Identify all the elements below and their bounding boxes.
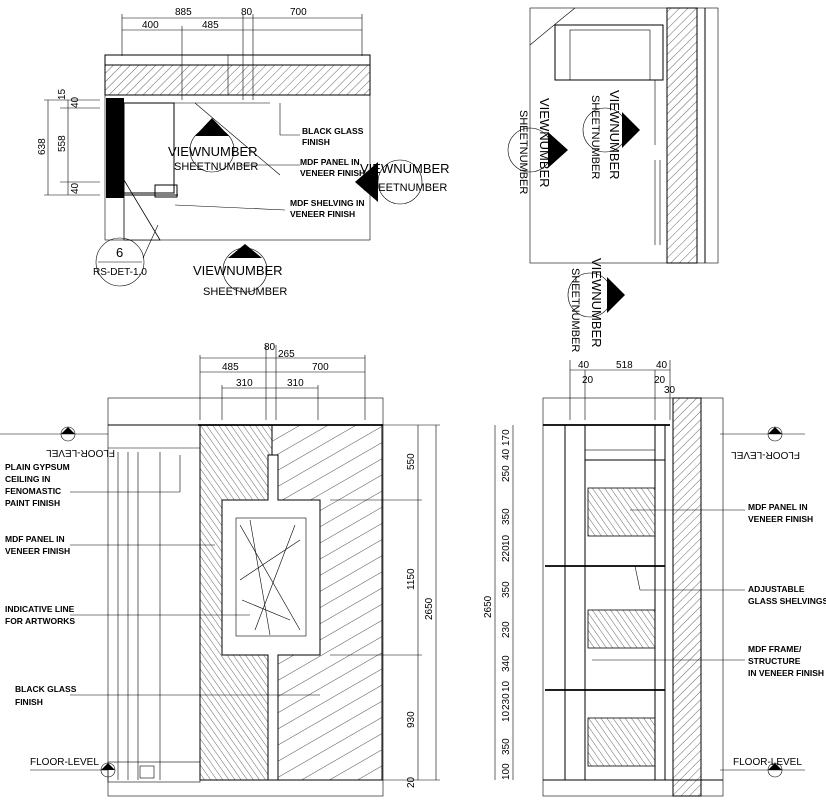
level-marker-top: FLOOR-LEVEL [0, 426, 115, 458]
sheet-number-label: SHEETNUMBER [363, 182, 447, 194]
side-dim-e: 20 [654, 375, 666, 386]
dim-top-b: 40 [70, 96, 81, 108]
side-dim-d13: 350 [501, 738, 512, 755]
side-dim-d7: 350 [501, 581, 512, 598]
dim-right: 700 [290, 7, 307, 18]
side-level-label-bottom: FLOOR-LEVEL [733, 757, 802, 768]
front-dim-a: 80 [264, 342, 276, 353]
note-front-glass-1: BLACK GLASS [15, 684, 77, 694]
front-dim-f: 310 [287, 378, 304, 389]
note-art-2: FOR ARTWORKS [5, 616, 75, 626]
detail-number: 6 [116, 245, 123, 260]
side-dim-d8: 230 [501, 621, 512, 638]
note-shelf-2: VENEER FINISH [290, 209, 355, 219]
side-dim-total: 2650 [483, 595, 494, 618]
dim-overall: 885 [175, 7, 192, 18]
note-front-glass-2: FINISH [15, 697, 43, 707]
front-dim-total: 2650 [424, 597, 435, 620]
side-dim-d: 20 [582, 375, 594, 386]
dim-bottom: 40 [70, 182, 81, 194]
note-art-1: INDICATIVE LINE [5, 604, 75, 614]
side-note-mdf-1: MDF PANEL IN [748, 502, 808, 512]
view-number-label: VIEWNUMBER [589, 258, 604, 348]
side-note-adj-1: ADJUSTABLE [748, 584, 805, 594]
side-level-label-top: FLOOR-LEVEL [731, 449, 800, 460]
sheet-number-label: SHEETNUMBER [203, 286, 287, 298]
view-number-label: VIEWNUMBER [360, 161, 450, 176]
front-dim-e: 310 [236, 378, 253, 389]
level-label-bottom: FLOOR-LEVEL [30, 757, 99, 768]
side-dim-d6: 220 [501, 545, 512, 562]
side-dim-d1: 170 [501, 429, 512, 446]
level-marker-bottom: FLOOR-LEVEL [30, 757, 116, 778]
front-dim-bot: 930 [406, 711, 417, 728]
view-number-label: VIEWNUMBER [607, 90, 622, 180]
view-tag-plan-c: VIEWNUMBER SHEETNUMBER [193, 244, 287, 298]
side-dim-d9: 340 [501, 655, 512, 672]
side-dim-d2: 40 [501, 448, 512, 460]
side-dim-d5: 10 [501, 534, 512, 546]
detail-bubble: 6 RS-DET-1.0 [93, 224, 159, 287]
note-mdf-1: MDF PANEL IN [300, 157, 360, 167]
dim-top-a: 15 [57, 88, 68, 100]
front-dim-b: 265 [278, 349, 295, 360]
side-level-top: FLOOR-LEVEL [720, 426, 805, 460]
side-note-frame-3: IN VENEER FINISH [748, 668, 824, 678]
front-dim-d: 700 [312, 362, 329, 373]
note-glass-1: BLACK GLASS [302, 126, 364, 136]
view-number-label: VIEWNUMBER [168, 144, 258, 159]
note-mdf-2: VENEER FINISH [300, 168, 365, 178]
side-dim-f: 30 [664, 385, 676, 396]
view-number-label: VIEWNUMBER [193, 263, 283, 278]
side-dim-c: 40 [656, 360, 668, 371]
dim-inner: 558 [57, 135, 68, 152]
side-elevation: 40 518 40 20 20 30 2650 170 40 250 350 1… [483, 360, 826, 797]
view-number-label: VIEWNUMBER [537, 98, 552, 188]
side-note-frame-1: MDF FRAME/ [748, 644, 802, 654]
side-dim-d14: 100 [501, 763, 512, 780]
side-level-bottom: FLOOR-LEVEL [720, 757, 805, 778]
level-label-top: FLOOR-LEVEL [46, 447, 115, 458]
dim-mid: 80 [241, 7, 253, 18]
front-dim-base: 20 [406, 776, 417, 788]
note-front-mdf-1: MDF PANEL IN [5, 534, 65, 544]
view-tag-side-a: VIEWNUMBER SHEETNUMBER [507, 98, 568, 194]
side-note-adj-2: GLASS SHELVINGS [748, 596, 826, 606]
sheet-number-label: SHEETNUMBER [517, 110, 529, 194]
side-dim-d12: 10 [501, 710, 512, 722]
front-elevation: 80 265 485 700 310 310 [0, 342, 440, 797]
side-dim-d11: 230 [501, 693, 512, 710]
front-dim-mid: 1150 [406, 568, 417, 590]
side-dim-b: 518 [616, 360, 633, 371]
dim-left-a: 400 [142, 20, 159, 31]
view-tag-side-b: VIEWNUMBER SHEETNUMBER [582, 90, 640, 180]
side-dim-d3: 250 [501, 465, 512, 482]
note-ceil-1: PLAIN GYPSUM [5, 462, 70, 472]
note-front-mdf-2: VENEER FINISH [5, 546, 70, 556]
note-shelf-1: MDF SHELVING IN [290, 198, 364, 208]
note-ceil-2: CEILING IN [5, 474, 50, 484]
dim-total: 638 [37, 138, 48, 155]
dim-left-b: 485 [202, 20, 219, 31]
side-dim-d10: 10 [501, 680, 512, 692]
side-dim-d4: 350 [501, 508, 512, 525]
plan-view: 885 400 485 80 700 638 558 15 40 40 [37, 7, 450, 298]
view-tag-side-c: VIEWNUMBER SHEETNUMBER [567, 258, 625, 352]
side-dim-a: 40 [578, 360, 590, 371]
sheet-number-label: SHEETNUMBER [569, 268, 581, 352]
sheet-number-label: SHEETNUMBER [174, 161, 258, 173]
note-ceil-3: FENOMASTIC [5, 486, 61, 496]
front-dim-top: 550 [406, 453, 417, 470]
side-note-mdf-2: VENEER FINISH [748, 514, 813, 524]
sheet-number-label: SHEETNUMBER [589, 95, 601, 179]
detail-ref: RS-DET-1.0 [93, 267, 147, 278]
side-plan-view: VIEWNUMBER SHEETNUMBER VIEWNUMBER SHEETN… [507, 7, 719, 352]
side-note-frame-2: STRUCTURE [748, 656, 801, 666]
view-tag-plan-a: VIEWNUMBER SHEETNUMBER [168, 118, 258, 173]
note-ceil-4: PAINT FINISH [5, 498, 60, 508]
front-dim-c: 485 [222, 362, 239, 373]
note-glass-2: FINISH [302, 137, 330, 147]
view-tag-plan-b: VIEWNUMBER SHEETNUMBER [355, 159, 450, 205]
